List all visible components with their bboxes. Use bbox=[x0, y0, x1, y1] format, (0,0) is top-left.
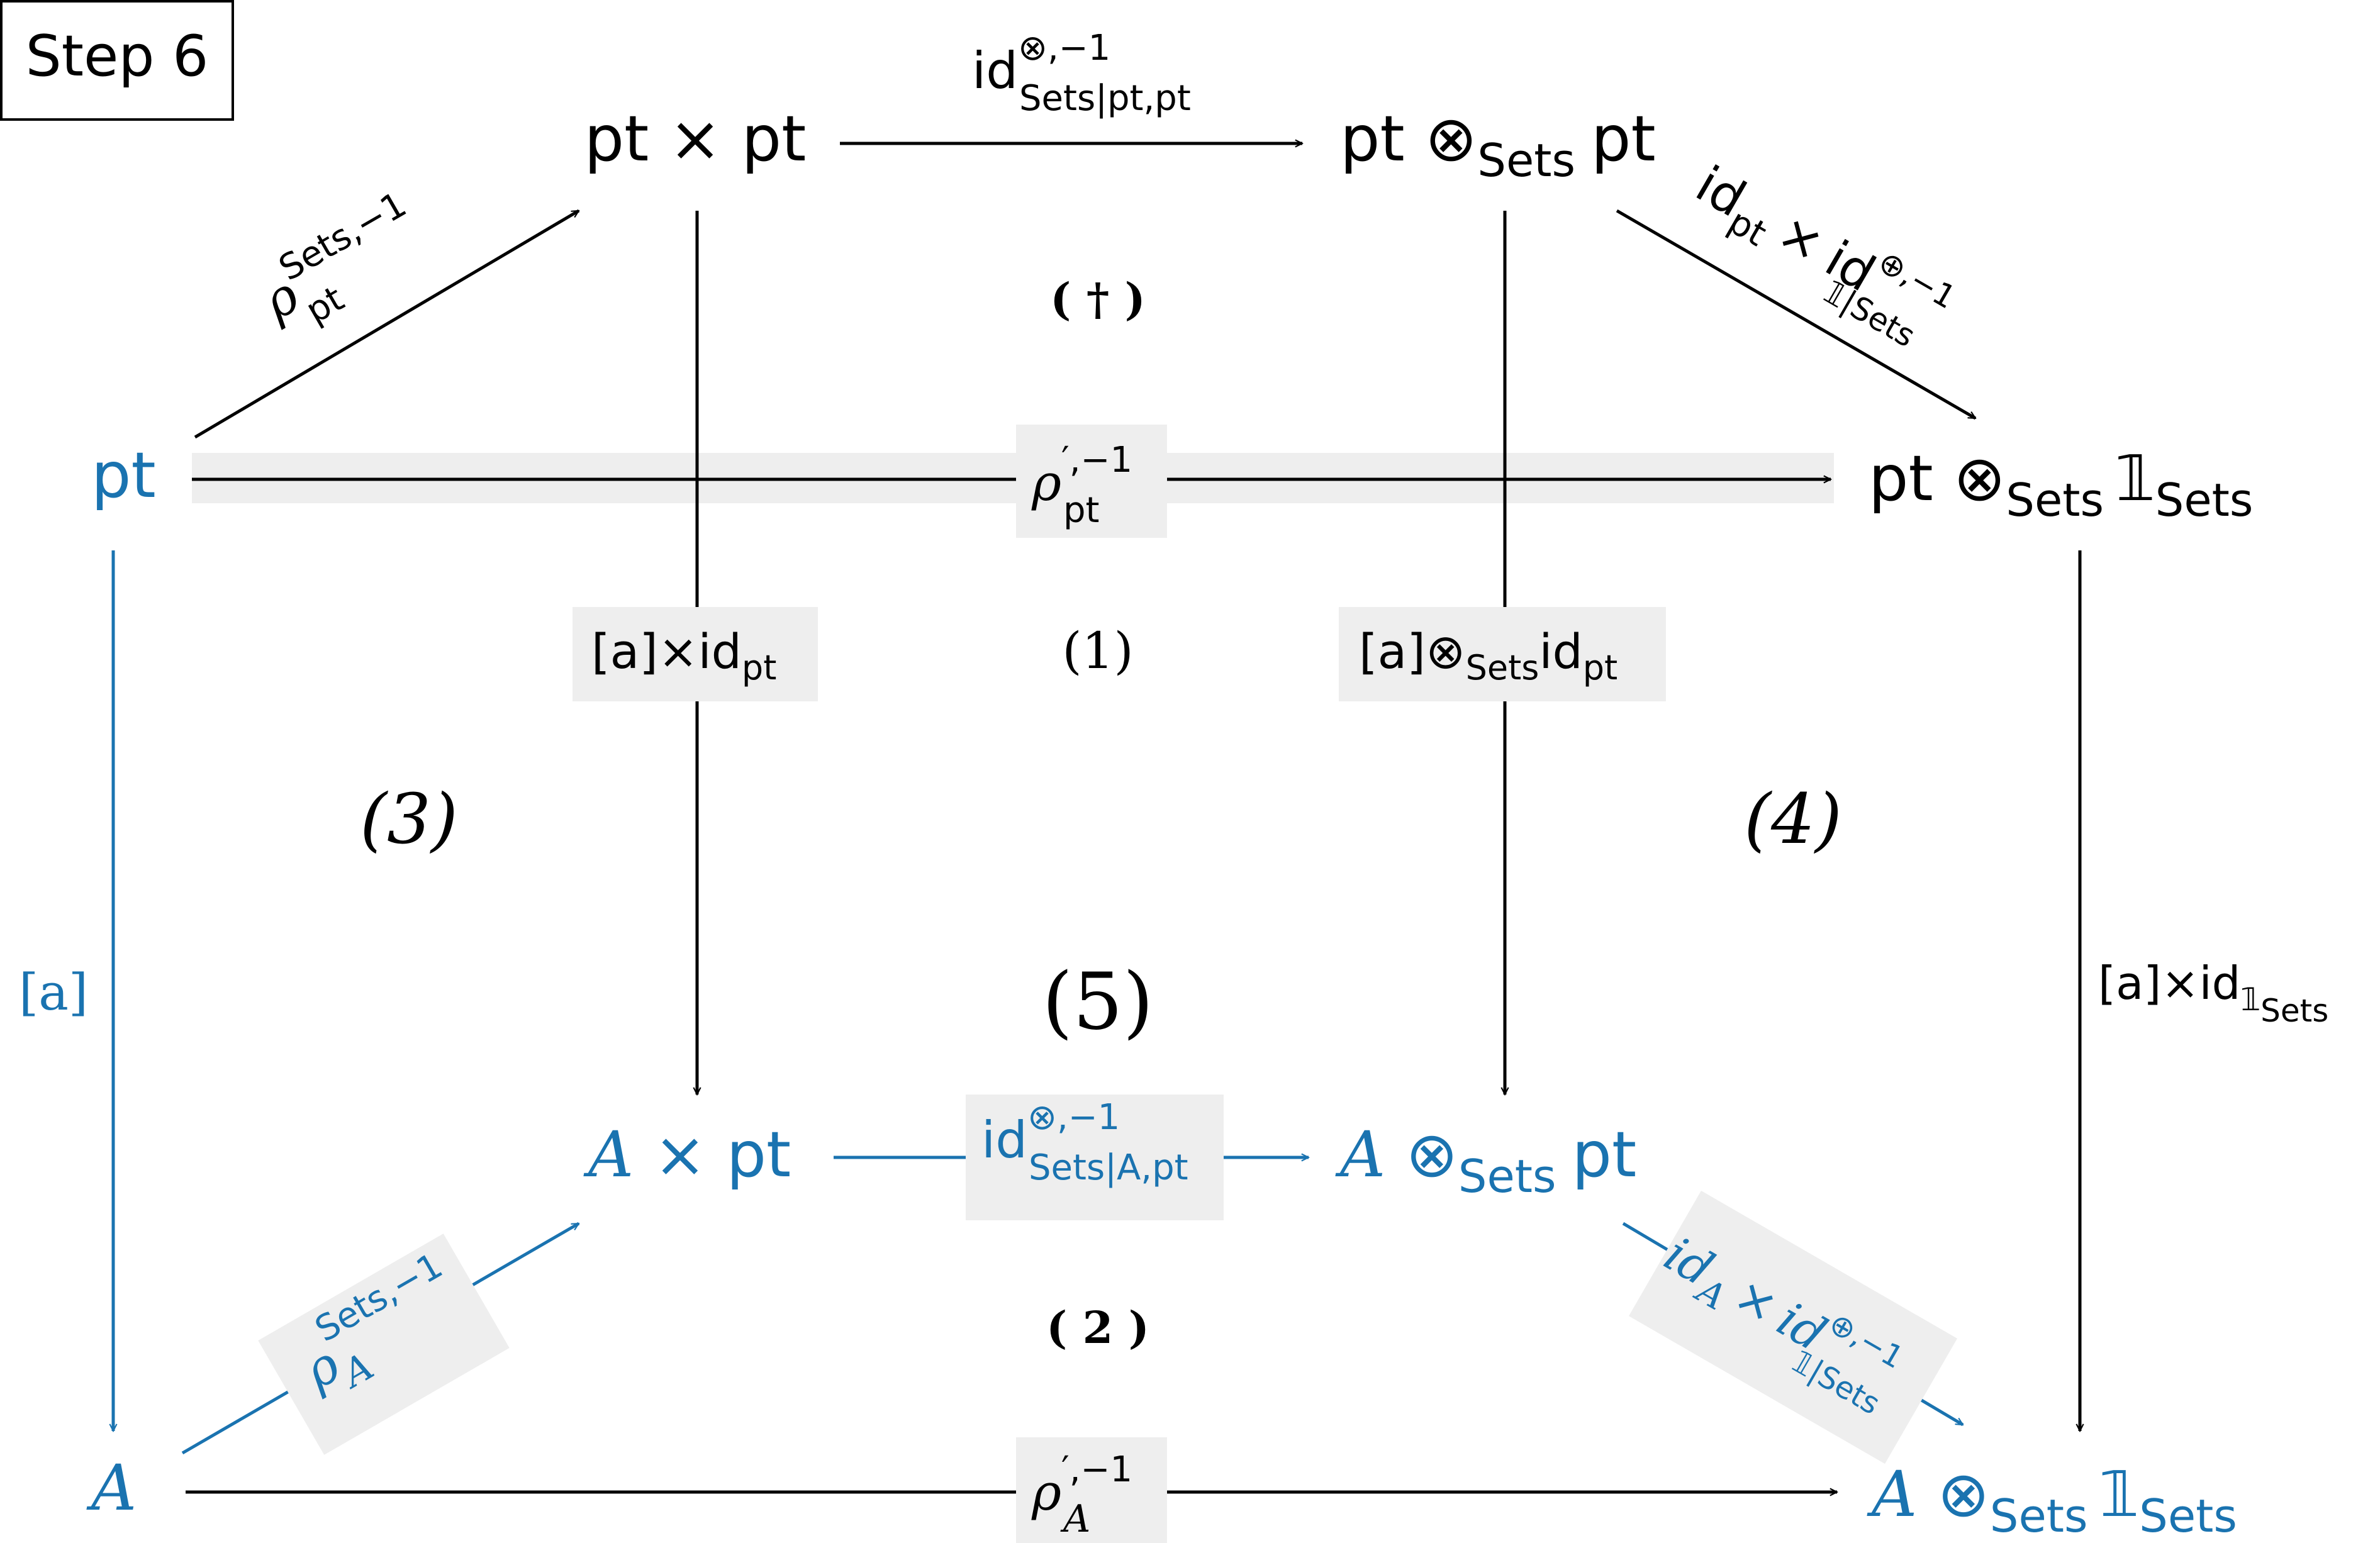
label-right-vertical: [a]×id𝟙Sets bbox=[2098, 957, 2328, 1029]
label-pttpt-to-ptt1: idpt×id⊕,−1𝟙|Sets bbox=[1676, 145, 1962, 362]
label-bg-a-x-pt-to-a-t-pt bbox=[966, 1095, 1224, 1220]
region-one: (1) bbox=[1062, 621, 1133, 680]
label-bg-mid-left-vertical bbox=[573, 607, 818, 701]
region-three: (3) bbox=[360, 779, 458, 859]
region-four: (4) bbox=[1744, 779, 1842, 859]
label-mid-left-vertical: [a]×idpt bbox=[591, 623, 776, 688]
label-bg-atpt-to-at1 bbox=[1628, 1190, 1958, 1464]
label-pt-to-ptxpt: ρSets,−1pt bbox=[246, 184, 439, 348]
label-bg-rho-prime-a bbox=[1016, 1437, 1167, 1543]
node-a: A bbox=[86, 1451, 137, 1525]
step-label: Step 6 bbox=[0, 0, 234, 121]
svg-text:ρSets,−1pt: ρSets,−1pt bbox=[246, 184, 439, 348]
node-pt: pt bbox=[91, 438, 156, 512]
label-bg-a-to-axpt bbox=[258, 1234, 510, 1455]
node-a-times-pt: A × pt bbox=[583, 1118, 791, 1191]
region-two: ( 2 ) bbox=[1046, 1301, 1149, 1354]
region-five: (5) bbox=[1042, 956, 1153, 1047]
arrow-pt-to-ptxpt bbox=[194, 209, 579, 439]
region-dagger: ( † ) bbox=[1050, 273, 1146, 325]
label-bg-mid-right-vertical bbox=[1339, 607, 1666, 701]
svg-text:idpt×id⊕,−1𝟙|Sets: idpt×id⊕,−1𝟙|Sets bbox=[1676, 145, 1962, 362]
label-mid-right-vertical: [a]⊗Setsidpt bbox=[1359, 623, 1617, 688]
label-left-vertical: [a] bbox=[19, 963, 88, 1022]
label-bg-rho-prime-pt bbox=[1016, 425, 1167, 538]
node-pt-times-pt: pt × pt bbox=[584, 102, 807, 175]
arrow-pttpt-to-ptt1 bbox=[1616, 209, 1975, 420]
step-label-box bbox=[0, 0, 234, 121]
step-label-text: Step 6 bbox=[26, 23, 209, 89]
